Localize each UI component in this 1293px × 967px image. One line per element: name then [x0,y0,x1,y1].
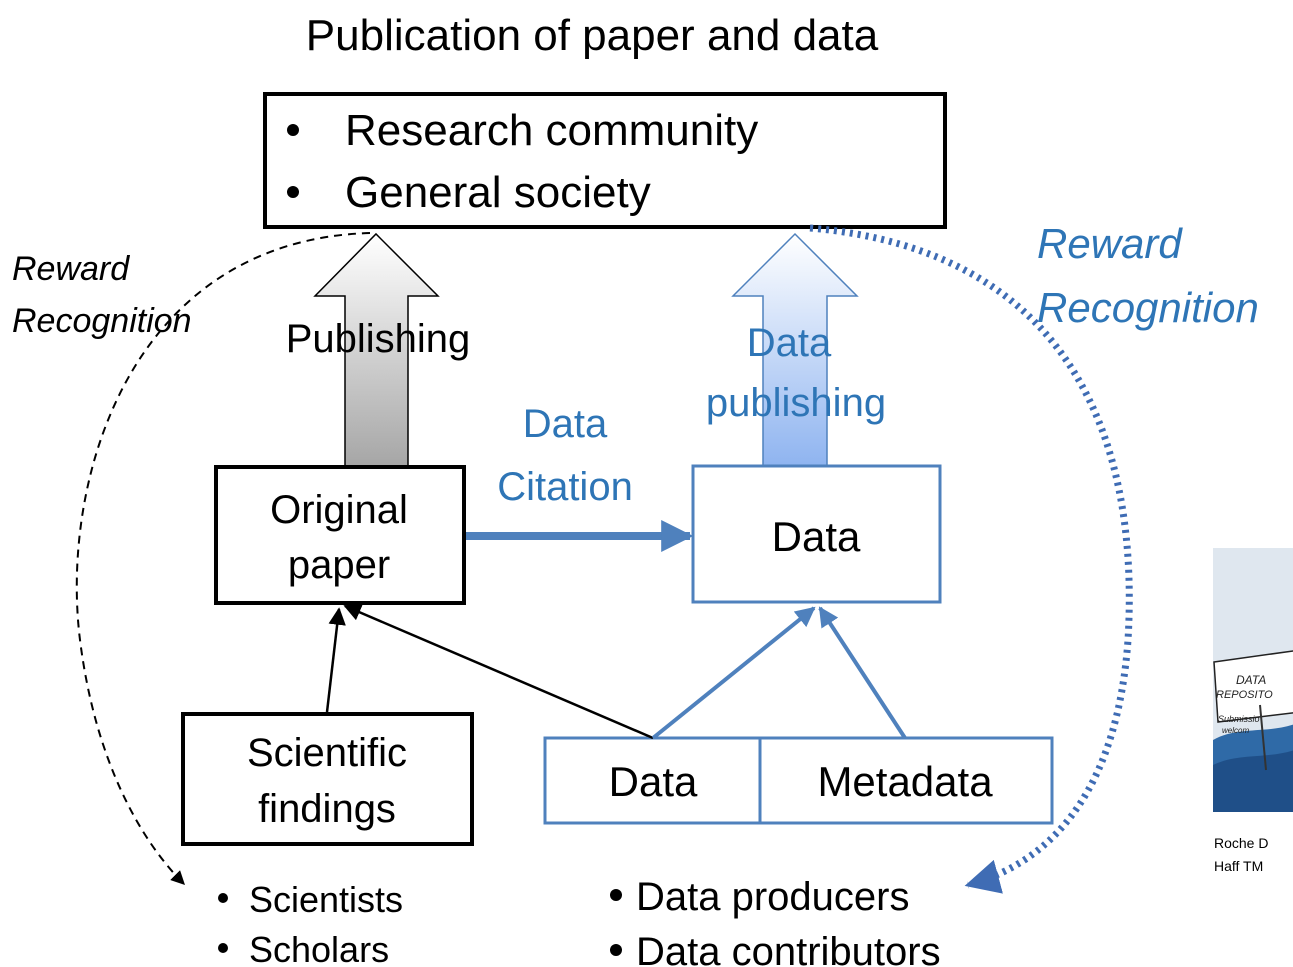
data-metadata-box: Data Metadata [543,736,1054,825]
original-paper-box: Original paper [214,465,466,605]
data-to-databox-arrow [651,606,816,740]
reward-left-dashed-arrow [75,232,371,885]
scientific-findings-line2: findings [258,787,396,831]
publishing-label: Publishing [286,317,471,361]
diagram-title: Publication of paper and data [306,11,879,60]
bullet-icon [218,893,228,903]
audience-general-society: General society [345,168,651,217]
scientific-findings-box: Scientific findings [181,712,474,846]
data-repository-cartoon: DATA REPOSITO Submissio welcom [1213,548,1293,812]
data-cell-label: Data [609,758,698,805]
bullet-icon [218,943,228,953]
left-people-item: Scholars [249,929,389,967]
metadata-to-databox-arrow [818,606,907,740]
right-people-item: Data producers [636,875,909,919]
data-publishing-arrow [731,232,859,467]
image-credit-line1: Roche D [1214,835,1268,851]
data-publishing-label-line2: publishing [706,381,886,425]
bullet-icon [287,186,299,198]
data-box-label: Data [772,513,861,560]
left-people-item: Scientists [249,879,403,920]
audience-box: Research community General society [263,92,947,229]
audience-research-community: Research community [345,106,758,155]
metadata-cell-label: Metadata [817,758,993,805]
svg-text:DATA: DATA [1236,673,1266,687]
reward-left-line1: Reward [12,250,130,288]
data-box: Data [691,464,942,604]
svg-text:REPOSITO: REPOSITO [1216,689,1273,701]
right-people-item: Data contributors [636,930,941,967]
original-paper-line1: Original [270,488,408,532]
bullet-icon [610,889,622,901]
original-paper-line2: paper [288,543,390,587]
data-citation-line1: Data [523,402,608,446]
reward-right-line2: Recognition [1037,284,1259,331]
svg-text:Submissio: Submissio [1218,714,1260,724]
publishing-arrow [313,232,440,467]
scientific-findings-line1: Scientific [247,731,407,775]
svg-text:welcom: welcom [1222,726,1249,735]
reward-right-line1: Reward [1037,220,1183,267]
right-people-list: Data producers Data contributors [610,875,941,967]
reward-left-line2: Recognition [12,302,192,340]
findings-to-paper-arrow [325,607,346,713]
left-people-list: Scientists Scholars [218,879,403,967]
data-to-paper-arrow [343,604,654,740]
image-credit-line2: Haff TM [1214,858,1263,874]
sign-icon: DATA REPOSITO Submissio welcom [1213,650,1293,771]
bullet-icon [610,944,622,956]
data-publishing-label-line1: Data [747,321,832,365]
data-citation-line2: Citation [497,465,633,509]
bullet-icon [287,124,299,136]
